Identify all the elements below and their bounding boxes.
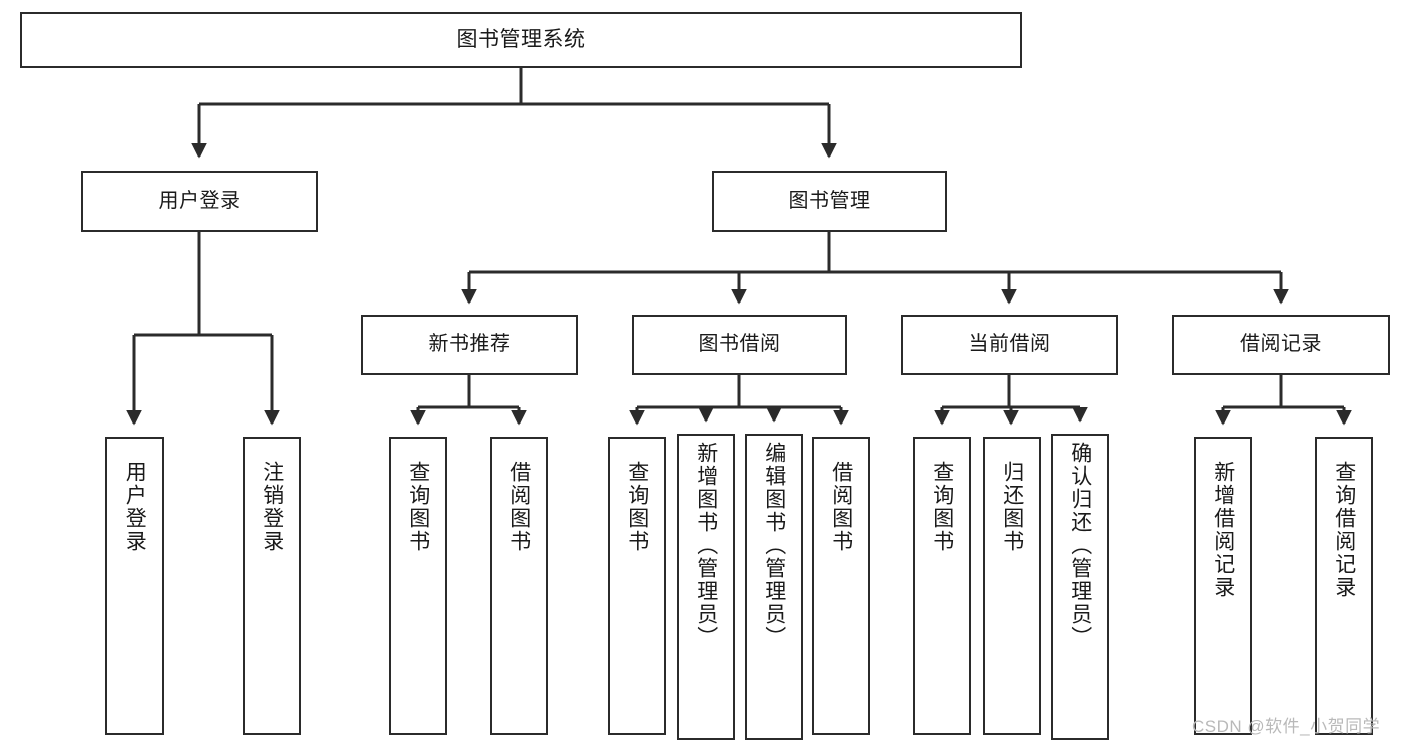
node-borrow-record[interactable]: 借阅记录 [1172, 315, 1390, 375]
node-leaf-borrow-book-1[interactable]: 借阅图书 [490, 437, 548, 735]
node-leaf-query-book-2-label: 查询图书 [625, 461, 649, 553]
node-leaf-borrow-book-2[interactable]: 借阅图书 [812, 437, 870, 735]
node-leaf-add-book[interactable]: 新增图书（管理员） [677, 434, 735, 740]
node-root[interactable]: 图书管理系统 [20, 12, 1022, 68]
node-leaf-borrow-book-1-label: 借阅图书 [507, 461, 531, 553]
node-leaf-add-record[interactable]: 新增借阅记录 [1194, 437, 1252, 735]
csdn-watermark: CSDN @软件_小贺同学 [1192, 717, 1381, 736]
node-book-manage-label: 图书管理 [788, 189, 871, 212]
node-leaf-confirm-return-label: 确认归还（管理员） [1068, 442, 1092, 649]
node-book-borrow-label: 图书借阅 [698, 333, 781, 356]
node-new-book-recommend-label: 新书推荐 [428, 333, 511, 356]
node-book-manage[interactable]: 图书管理 [712, 171, 947, 232]
node-leaf-return-book-label: 归还图书 [1000, 461, 1024, 553]
node-user-login[interactable]: 用户登录 [81, 171, 318, 232]
node-leaf-confirm-return[interactable]: 确认归还（管理员） [1051, 434, 1109, 740]
node-new-book-recommend[interactable]: 新书推荐 [361, 315, 578, 375]
node-leaf-edit-book[interactable]: 编辑图书（管理员） [745, 434, 803, 740]
node-leaf-return-book[interactable]: 归还图书 [983, 437, 1041, 735]
node-leaf-query-record-label: 查询借阅记录 [1332, 461, 1356, 599]
node-leaf-query-record[interactable]: 查询借阅记录 [1315, 437, 1373, 735]
node-leaf-add-record-label: 新增借阅记录 [1211, 461, 1235, 599]
node-borrow-record-label: 借阅记录 [1240, 333, 1322, 356]
node-leaf-query-book-2[interactable]: 查询图书 [608, 437, 666, 735]
node-user-login-label: 用户登录 [158, 189, 241, 212]
node-book-borrow[interactable]: 图书借阅 [632, 315, 847, 375]
node-leaf-borrow-book-2-label: 借阅图书 [829, 461, 853, 553]
node-leaf-user-login-label: 用户登录 [123, 461, 147, 553]
node-leaf-logout-login-label: 注销登录 [260, 461, 284, 553]
node-leaf-query-book-1-label: 查询图书 [406, 461, 430, 553]
node-root-label: 图书管理系统 [456, 27, 586, 51]
node-current-borrow[interactable]: 当前借阅 [901, 315, 1118, 375]
node-leaf-edit-book-label: 编辑图书（管理员） [762, 442, 786, 649]
node-leaf-user-login[interactable]: 用户登录 [105, 437, 164, 735]
node-current-borrow-label: 当前借阅 [968, 333, 1051, 356]
node-leaf-query-book-3-label: 查询图书 [930, 461, 954, 553]
node-leaf-add-book-label: 新增图书（管理员） [694, 442, 718, 649]
node-leaf-query-book-3[interactable]: 查询图书 [913, 437, 971, 735]
node-leaf-logout-login[interactable]: 注销登录 [243, 437, 301, 735]
node-leaf-query-book-1[interactable]: 查询图书 [389, 437, 447, 735]
